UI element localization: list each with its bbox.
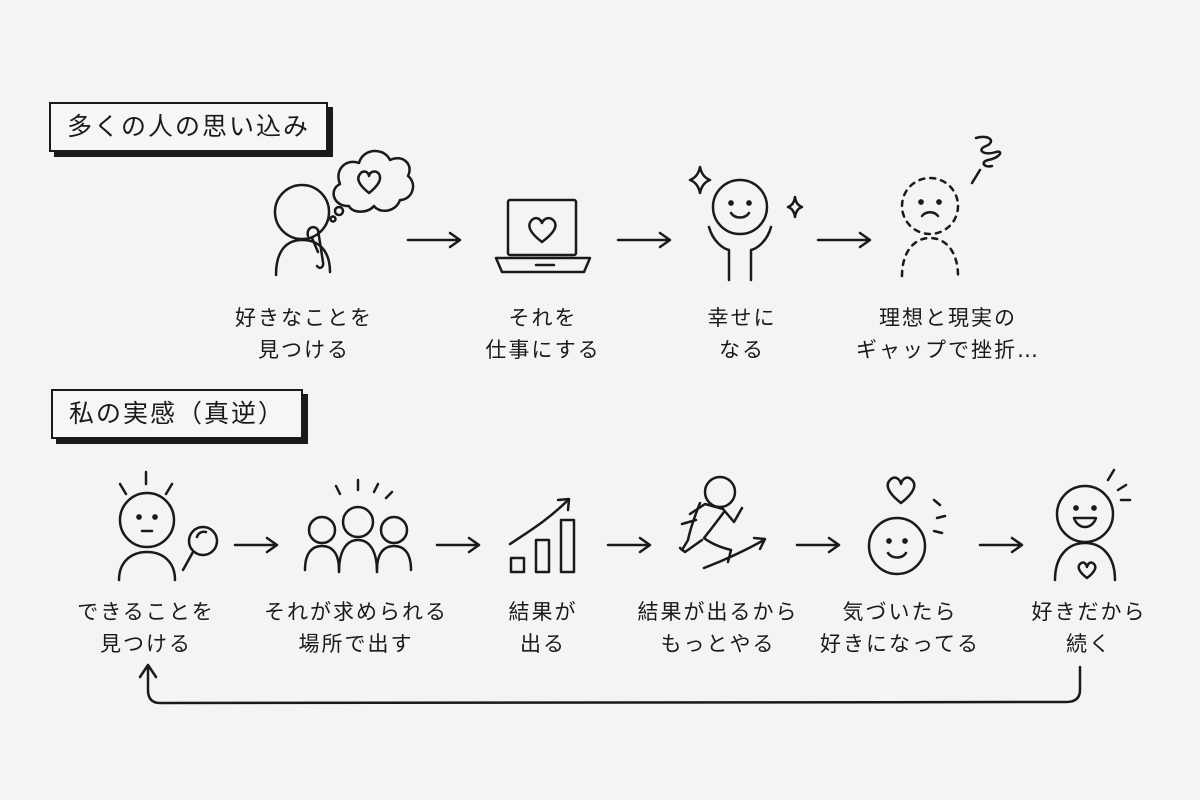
arrow-right-icon — [795, 536, 841, 554]
running-person-icon — [678, 475, 767, 570]
laptop-icon — [494, 198, 592, 274]
top-step-3-line2: なる — [719, 338, 765, 362]
section-title-my-experience: 私の実感（真逆） — [51, 389, 304, 439]
heart-icon — [357, 170, 382, 195]
top-step-2-line2: 仕事にする — [485, 338, 601, 362]
top-step-1-line2: 見つける — [258, 338, 350, 362]
top-step-3-line1: 幸せに — [707, 306, 777, 330]
rising-bar-chart-icon — [508, 497, 576, 574]
bottom-step-3-caption: 結果が 出る — [509, 596, 578, 660]
heart-icon — [1077, 561, 1097, 580]
content-person-icon — [867, 498, 947, 576]
heart-icon — [528, 216, 557, 244]
happy-person-icon — [707, 178, 773, 282]
top-step-3-caption: 幸せに なる — [708, 302, 777, 366]
arrow-right-icon — [616, 231, 672, 249]
bottom-step-6-line2: 続く — [1066, 632, 1112, 656]
arrow-right-icon — [435, 536, 481, 554]
arrow-right-icon — [978, 536, 1024, 554]
joyful-person-icon — [1053, 468, 1132, 582]
loop-back-arrow — [138, 663, 1082, 705]
bottom-step-5-line1: 気づいたら — [842, 600, 958, 624]
top-step-4-line2: ギャップで挫折… — [856, 338, 1040, 362]
top-step-4-caption: 理想と現実の ギャップで挫折… — [856, 302, 1040, 366]
thinking-person-icon — [273, 149, 415, 277]
bottom-step-1-caption: できることを 見つける — [77, 596, 215, 660]
arrow-right-icon — [816, 231, 872, 249]
bottom-step-5-caption: 気づいたら 好きになってる — [820, 596, 980, 660]
top-step-1-line1: 好きなことを — [235, 306, 373, 330]
dizzy-swirl-icon — [970, 135, 1002, 185]
bottom-step-1-line2: 見つける — [100, 632, 192, 656]
bottom-step-1-line1: できることを — [77, 600, 215, 624]
disappointed-person-icon — [900, 176, 960, 278]
arrow-right-icon — [233, 536, 279, 554]
top-step-2-caption: それを 仕事にする — [485, 302, 600, 366]
bottom-step-4-line1: 結果が出るから — [637, 600, 799, 624]
bottom-step-4-caption: 結果が出るから もっとやる — [638, 596, 799, 660]
sparkle-icon — [688, 165, 712, 195]
bottom-step-2-line1: それが求められる — [264, 600, 448, 624]
bottom-step-4-line2: もっとやる — [660, 632, 776, 656]
bottom-step-5-line2: 好きになってる — [820, 632, 980, 656]
section-title-common-belief: 多くの人の思い込み — [49, 102, 329, 152]
group-of-people-icon — [303, 478, 413, 574]
top-step-2-line1: それを — [508, 306, 578, 330]
bottom-step-3-line2: 出る — [520, 632, 566, 656]
arrow-right-icon — [406, 231, 462, 249]
top-step-4-line1: 理想と現実の — [879, 306, 1017, 330]
bottom-step-3-line1: 結果が — [508, 600, 578, 624]
top-step-1-caption: 好きなことを 見つける — [235, 302, 373, 366]
searching-person-icon — [117, 470, 177, 582]
bottom-step-6-line1: 好きだから — [1031, 600, 1147, 624]
magnifying-glass-icon — [181, 525, 219, 572]
bottom-step-6-caption: 好きだから 続く — [1032, 596, 1147, 660]
arrow-right-icon — [606, 536, 652, 554]
bottom-step-2-caption: それが求められる 場所で出す — [264, 596, 448, 660]
bottom-step-2-line2: 場所で出す — [298, 632, 414, 656]
sparkle-icon — [786, 195, 804, 219]
heart-icon — [886, 476, 916, 505]
